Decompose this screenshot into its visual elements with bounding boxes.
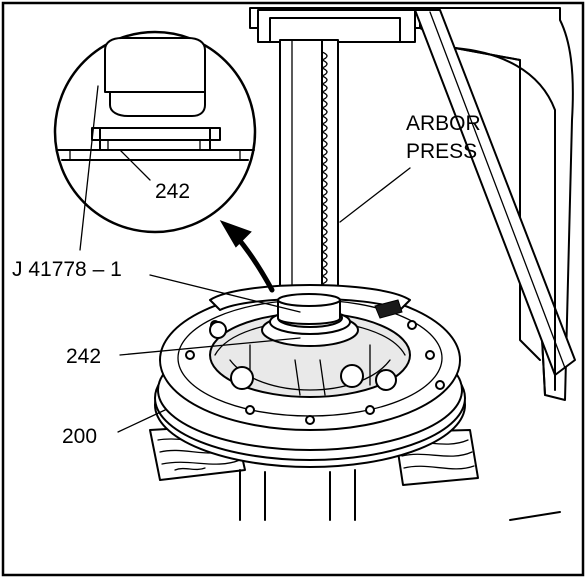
detail-callout [53,30,257,234]
label-242-detail: 242 [155,180,190,203]
label-242-main: 242 [66,345,101,368]
label-j41778-1: J 41778 – 1 [12,258,122,281]
label-200: 200 [62,425,97,448]
detail-arrow [219,220,275,293]
label-arbor-line2: PRESS [406,140,477,163]
press-frame [249,7,576,401]
shaft-collar [277,293,341,325]
pump-body [154,284,466,468]
ram-shaft [279,39,339,316]
leader-lines [79,85,411,433]
ram-housing [257,9,416,43]
label-arbor-line1: ARBOR [406,112,481,135]
support-pipe [239,469,561,521]
